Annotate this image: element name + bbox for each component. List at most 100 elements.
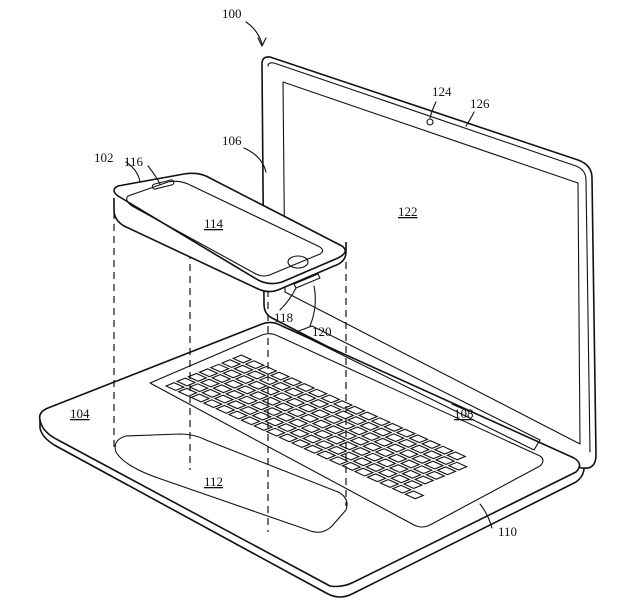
keyboard-key [397, 438, 418, 448]
keyboard-key [325, 435, 347, 445]
keyboard-key [362, 442, 383, 452]
keyboard-key [264, 417, 285, 427]
ref-120: 120 [312, 324, 332, 339]
keyboard-key [248, 391, 270, 401]
projection-lines [113, 200, 347, 532]
keyboard-key [223, 379, 245, 389]
keyboard-key [251, 411, 273, 421]
keyboard-key [215, 404, 236, 414]
ref-124: 124 [432, 84, 452, 99]
keyboard-key [199, 378, 221, 388]
keyboard-key [275, 412, 296, 422]
ref-102: 102 [94, 150, 114, 165]
keyboard-key [257, 365, 278, 375]
keyboard-key [220, 359, 242, 369]
mobile-device [113, 172, 347, 293]
keyboard-key [420, 439, 442, 449]
keyboard-key [313, 429, 334, 439]
keyboard-key [376, 458, 397, 468]
keyboard-key [296, 393, 317, 403]
keyboard-key [278, 433, 299, 443]
keyboard-key [402, 480, 424, 490]
keyboard-key [244, 360, 266, 370]
keyboard-key [446, 451, 467, 461]
keyboard-key [276, 423, 298, 433]
keyboard-key [363, 452, 385, 462]
phone-connector [293, 273, 321, 289]
keyboard-key [289, 428, 310, 438]
keyboard-key [353, 467, 375, 477]
keyboard-key [300, 424, 322, 434]
keyboard-key [189, 393, 211, 403]
keyboard-key [177, 387, 198, 397]
keyboard-key [371, 427, 393, 437]
keyboard-key [315, 450, 337, 460]
keyboard-key [408, 434, 429, 444]
phone-screen [126, 180, 324, 277]
keyboard-key [425, 470, 446, 480]
keyboard-key [272, 392, 294, 402]
keyboard-key [335, 420, 357, 430]
keyboard-key [283, 387, 305, 397]
keyboard-key [201, 388, 222, 398]
keyboard-key [286, 408, 308, 418]
keyboard-key [308, 398, 330, 408]
keyboard-key [391, 484, 413, 494]
keyboard-key [236, 385, 257, 395]
keyboard-key [231, 354, 253, 364]
keyboard-key [164, 382, 186, 392]
phone-speaker [151, 179, 175, 190]
keyboard-key [210, 373, 232, 383]
keyboard-key [350, 446, 372, 456]
keyboard-key [434, 455, 456, 465]
keyboard [149, 333, 544, 528]
keyboard-key [290, 439, 312, 449]
keyboard-key [399, 459, 421, 469]
keyboard-key [385, 443, 407, 453]
keyboard-key [360, 432, 382, 442]
ref-122: 122 [398, 204, 418, 219]
keyboard-key [334, 410, 355, 420]
hinge-port [295, 325, 541, 451]
keyboard-key [378, 478, 400, 488]
keyboard-key [307, 388, 329, 398]
keyboard-key [398, 449, 420, 459]
keyboard-key [413, 475, 435, 485]
keyboard-key [349, 436, 371, 446]
keyboard-key [411, 454, 432, 464]
keyboard-key [373, 437, 394, 447]
keyboard-key [238, 405, 260, 415]
keyboard-key [285, 397, 306, 407]
keyboard-key [233, 364, 254, 374]
camera-lens [426, 118, 434, 126]
keyboard-key [234, 375, 256, 385]
keyboard-key [250, 401, 271, 411]
keyboard-key [212, 384, 233, 394]
keyboard-key [436, 466, 457, 476]
keyboard-key [209, 363, 231, 373]
keyboard-key [377, 468, 399, 478]
keyboard-key [258, 376, 280, 386]
keyboard-key [332, 400, 354, 410]
keyboard-key [240, 416, 261, 426]
keyboard-key [345, 405, 366, 415]
keyboard-key [198, 368, 219, 378]
keyboard-key [188, 383, 210, 393]
keyboard-key [357, 411, 379, 421]
keyboard-key [224, 389, 246, 399]
ref-114: 114 [204, 216, 224, 231]
keyboard-key [213, 394, 235, 404]
keyboard-key [370, 417, 392, 427]
keyboard-key [226, 400, 247, 410]
keyboard-key [294, 382, 316, 392]
leader-lines [125, 21, 493, 529]
keyboard-key [384, 433, 406, 443]
keyboard-key [321, 404, 343, 414]
keyboard-key [328, 456, 350, 466]
keyboard-key [265, 427, 287, 437]
keyboard-key [301, 434, 323, 444]
ref-108: 108 [454, 406, 474, 421]
keyboard-key [310, 409, 331, 419]
keyboard-key [390, 474, 411, 484]
